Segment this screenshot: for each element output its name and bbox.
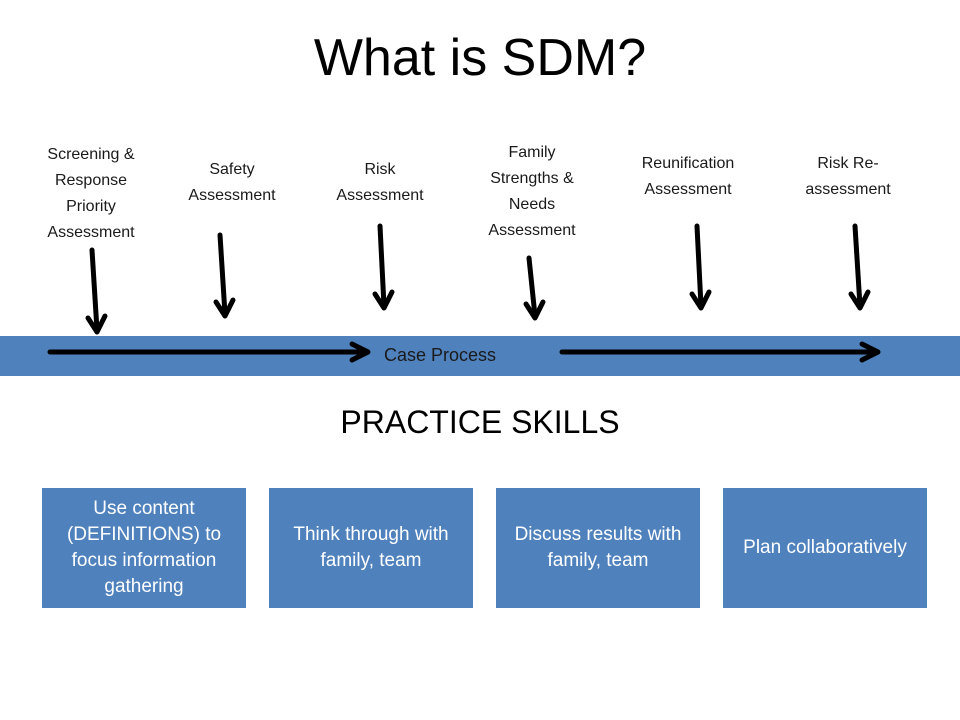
- right-arrow-case-process-right: [559, 341, 881, 363]
- skill-box-plan-collaboratively: Plan collaboratively: [723, 488, 927, 608]
- down-arrow-family-strengths: [523, 255, 546, 321]
- case-process-label: Case Process: [384, 345, 497, 365]
- assessment-label-family-strengths: Family Strengths & Needs Assessment: [488, 144, 576, 239]
- assessment-label-safety: Safety Assessment: [188, 161, 276, 204]
- skill-box-discuss-results: Discuss results with family, team: [496, 488, 700, 608]
- down-arrow-risk-reassessment: [848, 223, 871, 311]
- down-arrow-risk: [372, 223, 395, 311]
- skill-box-think-through: Think through with family, team: [269, 488, 473, 608]
- assessment-label-risk-reassessment: Risk Re-assessment: [805, 155, 891, 198]
- skill-box-use-content: Use content (DEFINITIONS) to focus infor…: [42, 488, 246, 608]
- right-arrow-case-process-left: [47, 341, 371, 363]
- down-arrow-safety: [213, 232, 236, 319]
- down-arrow-screening: [85, 247, 108, 335]
- assessment-label-screening: Screening & Response Priority Assessment: [47, 146, 135, 241]
- down-arrow-reunification: [689, 223, 712, 311]
- case-process-band: [0, 336, 960, 376]
- assessment-label-risk: Risk Assessment: [336, 161, 424, 204]
- page-title: What is SDM?: [313, 29, 647, 87]
- practice-skills-heading: PRACTICE SKILLS: [340, 404, 620, 440]
- assessment-label-reunification: Reunification Assessment: [641, 155, 735, 198]
